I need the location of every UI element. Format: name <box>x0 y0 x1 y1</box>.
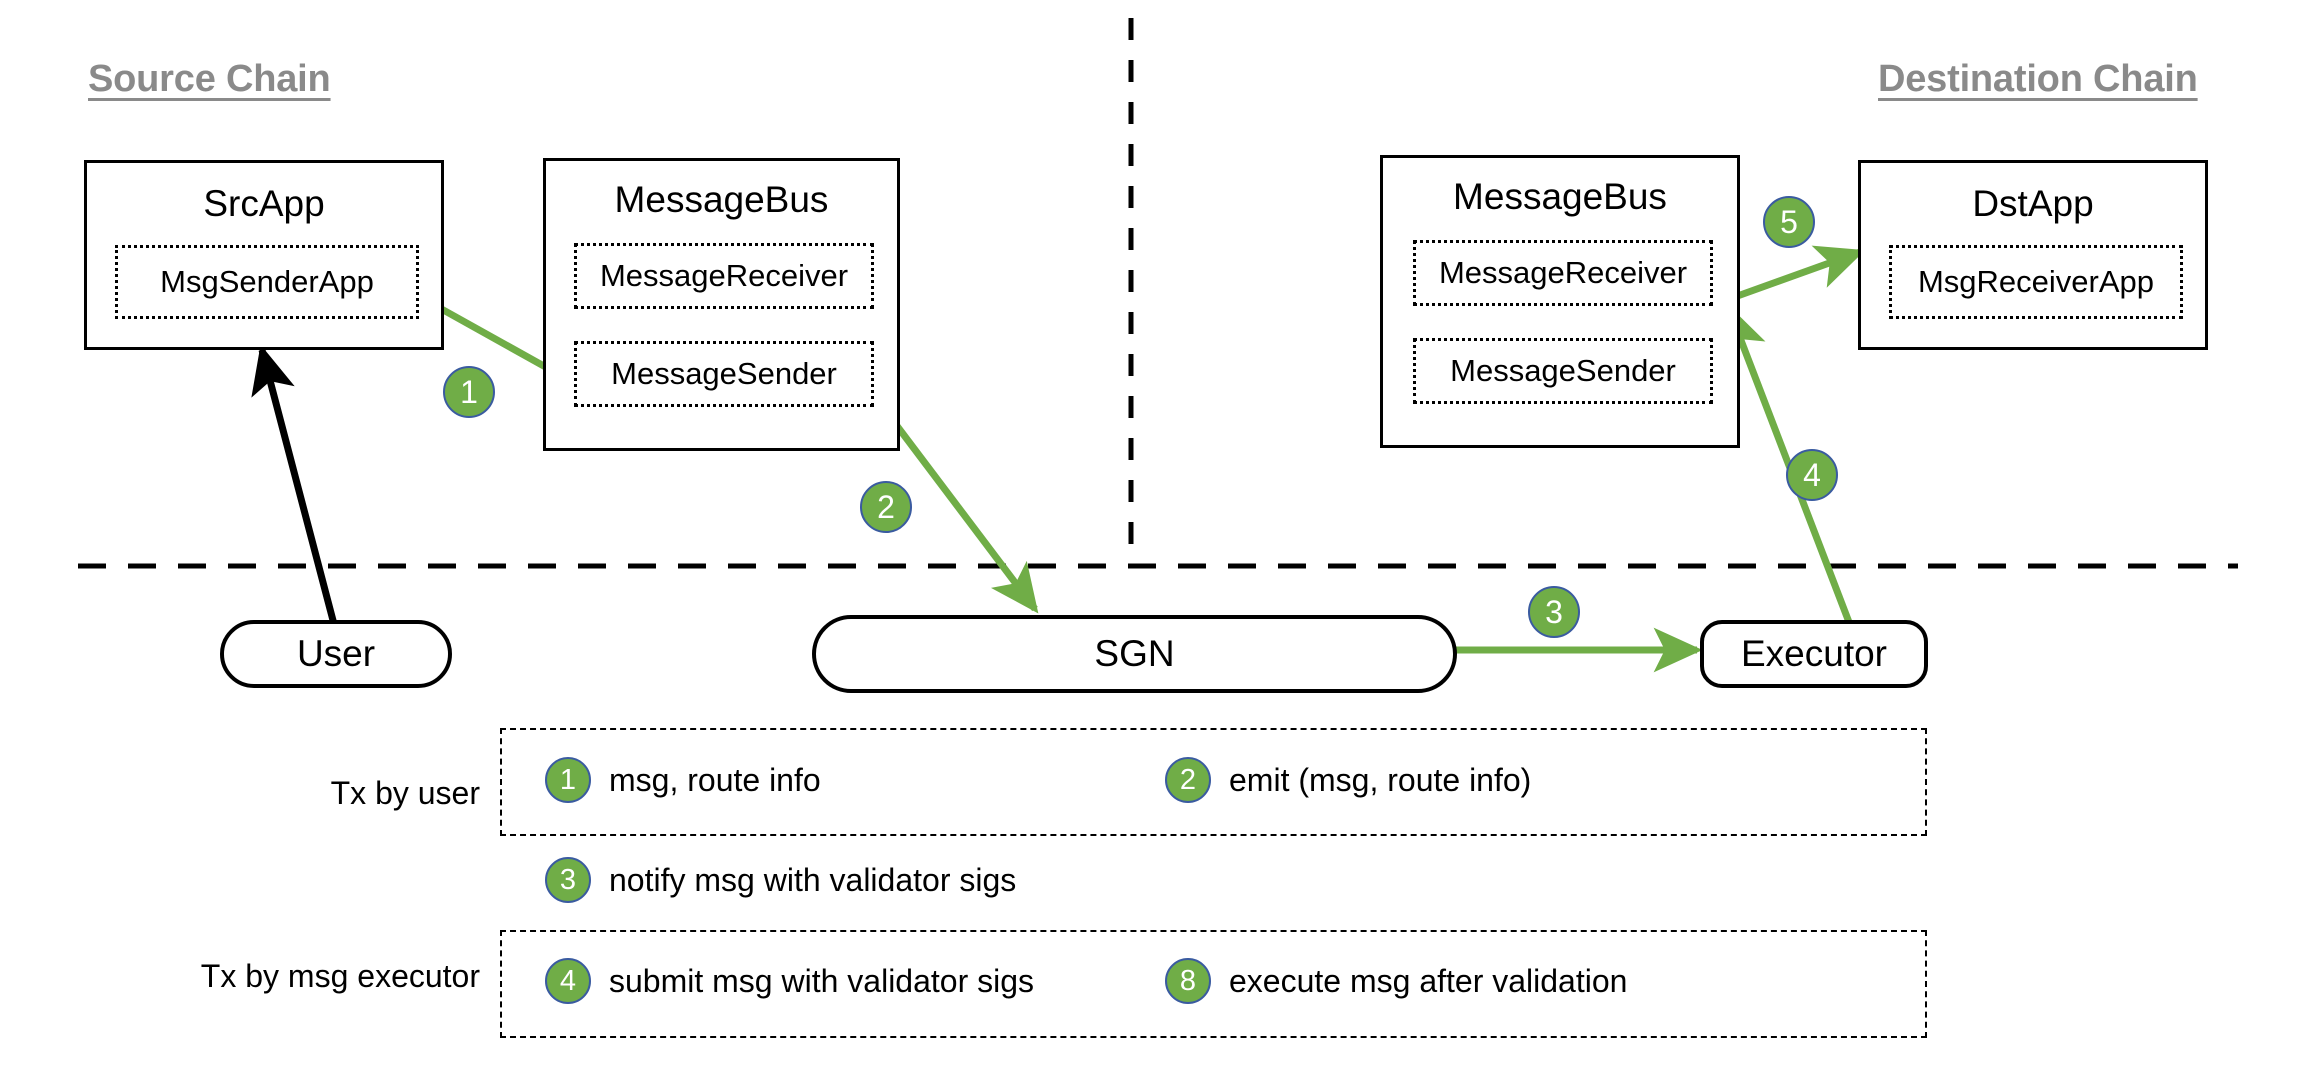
flow-badge-1: 1 <box>443 366 495 418</box>
executor-pill[interactable]: Executor <box>1700 620 1928 688</box>
source-messagebus-component-messagereceiver[interactable]: MessageReceiver <box>574 243 874 309</box>
legend-box-tx-by-msg-executor <box>500 930 1927 1038</box>
destination-messagebus-box[interactable]: MessageBus MessageReceiver MessageSender <box>1380 155 1740 448</box>
srcapp-title: SrcApp <box>203 183 325 224</box>
source-messagebus-title: MessageBus <box>614 179 829 220</box>
legend-box-tx-by-user <box>500 728 1927 836</box>
legend-badge-4: 4 <box>545 958 591 1004</box>
sgn-pill[interactable]: SGN <box>812 615 1457 693</box>
source-messagebus-box[interactable]: MessageBus MessageReceiver MessageSender <box>543 158 900 451</box>
destination-chain-title: Destination Chain <box>1878 58 2198 100</box>
legend-item-4: 4 submit msg with validator sigs <box>545 958 1034 1004</box>
legend-text-1: msg, route info <box>609 761 821 798</box>
srcapp-box[interactable]: SrcApp MsgSenderApp <box>84 160 444 350</box>
dstapp-component-msgreceiverapp[interactable]: MsgReceiverApp <box>1889 245 2183 319</box>
legend-badge-1: 1 <box>545 757 591 803</box>
flow-badge-4: 4 <box>1786 449 1838 501</box>
legend-label-tx-by-msg-executor: Tx by msg executor <box>200 958 480 994</box>
legend-text-4: submit msg with validator sigs <box>609 962 1035 999</box>
legend-item-1: 1 msg, route info <box>545 757 821 803</box>
legend-item-3: 3 notify msg with validator sigs <box>545 857 1016 903</box>
source-messagebus-component-messagesender[interactable]: MessageSender <box>574 341 874 407</box>
arrow-user-to-srcapp <box>251 344 339 629</box>
legend-item-8: 8 execute msg after validation <box>1165 958 1627 1004</box>
legend-label-tx-by-user: Tx by user <box>330 775 480 811</box>
legend-badge-8: 8 <box>1165 958 1211 1004</box>
flow-badge-5: 5 <box>1763 196 1815 248</box>
flow-badge-2: 2 <box>860 481 912 533</box>
user-pill[interactable]: User <box>220 620 452 688</box>
source-chain-title: Source Chain <box>88 58 331 100</box>
legend-text-2: emit (msg, route info) <box>1229 761 1532 798</box>
destination-messagebus-component-messagesender[interactable]: MessageSender <box>1413 338 1713 404</box>
legend-text-8: execute msg after validation <box>1229 962 1628 999</box>
dstapp-box[interactable]: DstApp MsgReceiverApp <box>1858 160 2208 350</box>
destination-messagebus-component-messagereceiver[interactable]: MessageReceiver <box>1413 240 1713 306</box>
destination-messagebus-title: MessageBus <box>1453 176 1667 217</box>
legend-badge-2: 2 <box>1165 757 1211 803</box>
srcapp-component-msgsenderapp[interactable]: MsgSenderApp <box>115 245 419 319</box>
legend-text-3: notify msg with validator sigs <box>609 861 1017 898</box>
dstapp-title: DstApp <box>1972 183 2094 224</box>
flow-badge-3: 3 <box>1528 586 1580 638</box>
legend-item-2: 2 emit (msg, route info) <box>1165 757 1531 803</box>
legend-badge-3: 3 <box>545 857 591 903</box>
